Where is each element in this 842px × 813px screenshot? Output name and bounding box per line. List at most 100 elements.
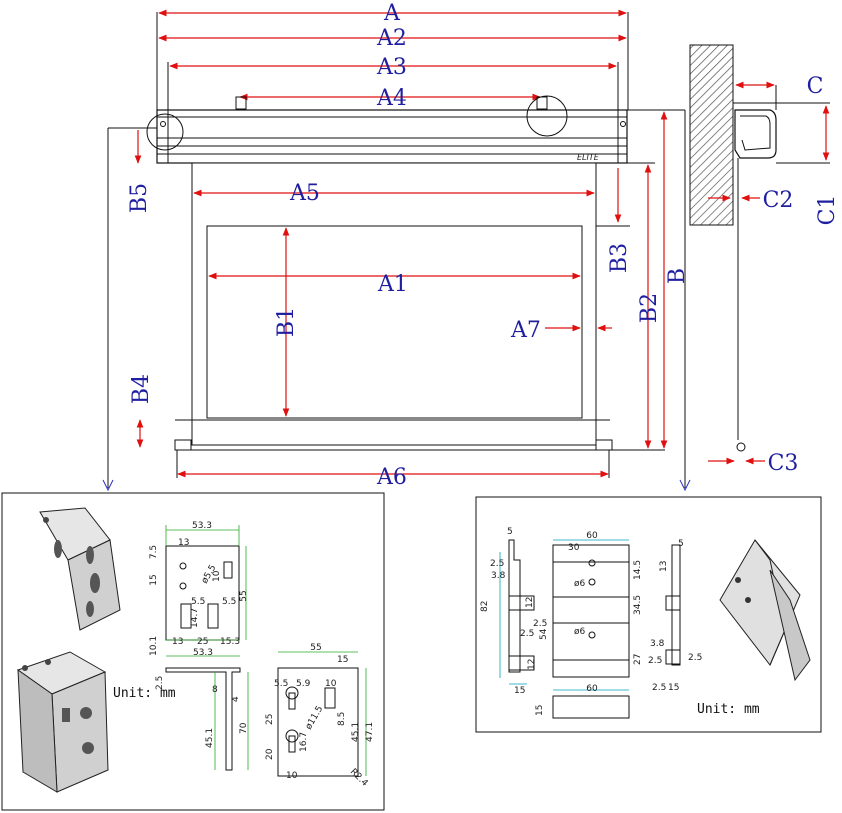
bracket-tab-right (536, 96, 548, 110)
dim-text: 15 (149, 574, 159, 585)
unit-label-left: Unit: mm (113, 686, 176, 701)
clip-small-profile (665, 544, 681, 666)
label-b4: B4 (129, 374, 154, 404)
label-b3: B3 (607, 243, 632, 273)
dim-text: 3.8 (491, 571, 506, 581)
viewing-area (206, 225, 583, 419)
dim-text: 16.7 (299, 732, 309, 752)
dim-text: 55 (239, 590, 249, 601)
clip-side-profile (499, 539, 535, 685)
clip-bottom-view (552, 695, 630, 719)
dim-text: 2.5 (533, 619, 547, 629)
dim-text: 54 (539, 628, 549, 640)
dim-text: 47.1 (365, 722, 375, 742)
roller-case (156, 109, 628, 164)
side-section-view: C C1 C2 C3 (689, 44, 840, 476)
label-c3: C3 (768, 451, 799, 476)
label-a3: A3 (376, 55, 407, 80)
label-c2: C2 (763, 188, 794, 213)
dim-text: 5.5 (191, 597, 205, 607)
detail-callout-circle-right (526, 95, 568, 137)
bottom-bar-end-right (595, 439, 613, 451)
dim-text: 14.7 (190, 608, 200, 628)
label-b1: B1 (274, 307, 299, 337)
dim-text: 70 (239, 722, 249, 734)
dim-text: 55 (310, 643, 321, 653)
dim-text: 15 (337, 655, 348, 665)
bottom-bar-end-left (174, 439, 192, 451)
bracket-3d-view-b (16, 651, 109, 793)
clip-front-plate (552, 539, 630, 719)
dim-text: 10.1 (149, 636, 159, 656)
dim-text: 2.5 (652, 683, 666, 693)
dim-text: 10 (212, 570, 222, 582)
dim-text: 13 (172, 637, 183, 647)
right-bracket-detail: Unit: mm 5 2.5 3.8 82 12 2.5 2.5 54 12 1… (475, 496, 822, 733)
bracket-3d-view-a (39, 507, 121, 631)
dim-text: ø6 (574, 627, 586, 637)
dim-text: 3.8 (650, 639, 665, 649)
dim-text: 5.5 (274, 679, 288, 689)
label-a2: A2 (376, 26, 407, 51)
dim-text: 7.5 (149, 545, 159, 559)
label-b: B (665, 268, 690, 284)
case-profile (734, 109, 777, 159)
dim-text: 15.3 (220, 637, 240, 647)
dim-text: 60 (586, 531, 598, 541)
dim-text: 25 (197, 637, 208, 647)
label-b5: B5 (127, 183, 152, 213)
dim-text: 2.5 (520, 629, 534, 639)
keyhole-icon (620, 121, 626, 127)
unit-label-right: Unit: mm (697, 702, 760, 717)
dim-text: 34.5 (633, 595, 643, 615)
left-bracket-detail: Unit: mm (1, 492, 385, 811)
label-a5: A5 (289, 181, 320, 206)
dim-text: 10 (325, 679, 337, 689)
dim-text: 15 (535, 705, 545, 716)
bottom-bar-profile (736, 442, 746, 452)
dim-text: ø6 (574, 579, 586, 589)
keyhole-icon (160, 121, 166, 127)
label-c1: C1 (815, 195, 840, 226)
callout-arrow-right (679, 479, 691, 492)
bracket-ortho-top-view (165, 525, 247, 641)
dim-text: 15 (514, 686, 525, 696)
dim-text: 2.5 (490, 559, 504, 569)
dim-text: 10 (286, 771, 298, 781)
dim-text: 13 (178, 538, 189, 548)
dim-text: 5 (507, 527, 513, 537)
dim-text: 15 (668, 683, 679, 693)
dim-text: 53.3 (192, 521, 212, 531)
clip-3d-view (719, 539, 811, 682)
dim-text: 5.5 (222, 597, 236, 607)
main-screen-drawing: A A2 A3 A4 ELITE A5 (102, 1, 691, 492)
label-a4: A4 (376, 86, 407, 111)
dim-text: 12 (527, 659, 537, 670)
dim-text: 45.1 (205, 728, 215, 748)
dim-text: 53.3 (193, 648, 213, 658)
brand-logo: ELITE (577, 153, 600, 162)
dim-text: 5 (678, 539, 684, 549)
dim-text: 2.5 (155, 676, 165, 690)
dim-text: 45.1 (351, 722, 361, 742)
dim-text: 4 (231, 696, 241, 702)
dim-text: 12 (525, 597, 535, 608)
label-c: C (807, 74, 824, 99)
bracket-tab-left (235, 96, 247, 110)
dim-text: 82 (480, 601, 490, 612)
dim-text: 2.5 (688, 653, 702, 663)
label-b2: B2 (637, 293, 662, 323)
dim-text: 14.5 (633, 560, 643, 580)
dim-text: 13 (659, 561, 669, 572)
label-a6: A6 (376, 465, 407, 490)
label-a: A (383, 1, 401, 26)
dim-text: 8 (212, 685, 218, 695)
callout-arrow-left (102, 479, 114, 492)
bracket-ortho-side-view (165, 655, 249, 771)
bracket-ortho-front-view (277, 651, 367, 777)
label-a1: A1 (377, 272, 408, 297)
dim-text: 60 (586, 684, 598, 694)
dim-text: 27 (633, 654, 643, 665)
dim-text: 20 (265, 748, 275, 760)
